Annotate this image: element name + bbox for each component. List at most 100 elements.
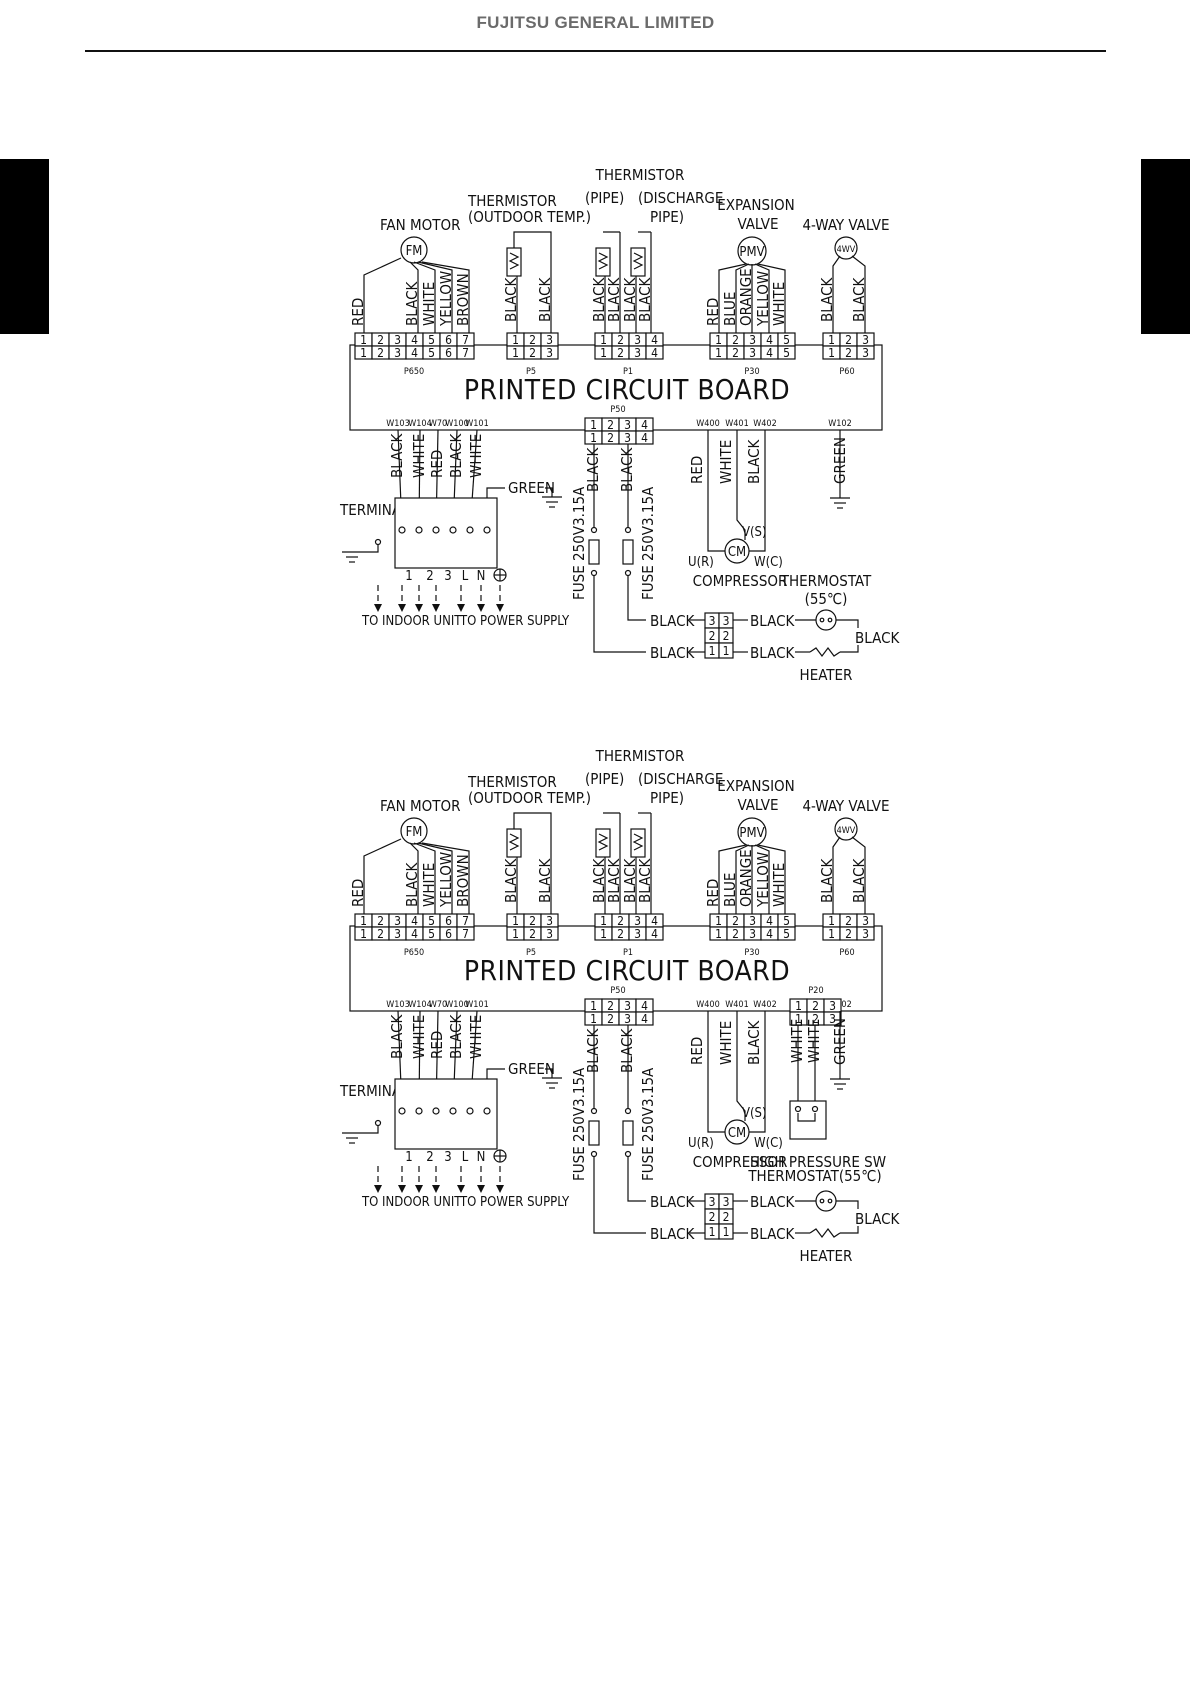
terminal-earth-node	[374, 538, 382, 546]
connector-p50-pin-label: 1	[590, 431, 597, 445]
w-label-left: W101	[465, 419, 488, 429]
relay-wire-label: BLACK	[650, 1225, 696, 1243]
fuse-node	[624, 1150, 632, 1158]
p30-wire-label: YELLOW	[754, 852, 772, 908]
connector-p1-pin-label: 3	[634, 914, 641, 928]
terminal-pin-label: L	[462, 569, 469, 584]
connector-p50-pin-label: 4	[641, 431, 648, 445]
p50-wire-label: BLACK	[584, 446, 602, 492]
thermistor-label: THERMISTOR	[595, 166, 685, 184]
connector-p650-pin-label: 2	[377, 927, 384, 941]
heater-wire	[840, 1226, 859, 1234]
pcb-label: PRINTED CIRCUIT BOARD	[464, 954, 790, 987]
w-label-ground: W102	[828, 419, 851, 429]
p30-wire-label: BLUE	[721, 292, 739, 326]
connector-p30-pin-label: 4	[766, 914, 773, 928]
relay-pin-label: 2	[723, 629, 730, 643]
connector-p60-pin-label: 2	[845, 927, 852, 941]
four-way-valve-symbol	[834, 236, 858, 260]
arrow-down	[477, 604, 485, 612]
relay-pin-label: 1	[709, 644, 716, 658]
expansion-valve-label: EXPANSION	[717, 196, 795, 214]
connector-p60-pin-label: 2	[845, 346, 852, 360]
relay-pin-cell	[718, 642, 734, 659]
high-pressure-contact	[811, 1105, 819, 1113]
thermistor-discharge-label: (DISCHARGE	[638, 189, 723, 207]
fan-wire	[413, 261, 436, 333]
connector-p5-pin-bottom	[540, 345, 559, 360]
heater-wire	[840, 645, 859, 653]
connector-p5-pin-label: 2	[529, 346, 536, 360]
connector-p30-pin-label: 3	[749, 333, 756, 347]
compressor-label: COMPRESSOR	[693, 1153, 788, 1171]
connector-p650-pin-label: 7	[462, 914, 469, 928]
expansion-valve-sub: VALVE	[737, 215, 778, 233]
terminal-block	[394, 1078, 498, 1150]
fuse-wire	[627, 576, 646, 621]
high-pressure-label: HIGH PRESSURE SW	[750, 1153, 886, 1171]
expansion-valve-wire	[754, 263, 770, 333]
p30-wire-label: RED	[704, 298, 722, 326]
connector-p50-pin-bottom	[635, 430, 654, 445]
compressor-wire-label: WHITE	[717, 440, 735, 484]
thermistor-pipe-symbol	[595, 828, 611, 858]
thermistor-discharge-symbol-zigzag	[632, 252, 644, 270]
connector-p50-pin-label: 2	[607, 1012, 614, 1026]
four-way-valve-symbol-label: 4WV	[837, 826, 856, 836]
connector-p30-pin-label: 1	[715, 346, 722, 360]
arrow-down	[374, 1185, 382, 1193]
green-wire-label: GREEN	[508, 479, 555, 497]
expansion-valve-wire	[757, 844, 786, 914]
four-way-valve-wire	[832, 255, 841, 333]
thermistor-outdoor-symbol-zigzag	[508, 252, 520, 270]
connector-p650-pin-label: 7	[462, 346, 469, 360]
connector-p50-pin-label: 4	[641, 999, 648, 1013]
connector-p50-label: P50	[610, 986, 625, 996]
heater-link-label: BLACK	[855, 1210, 901, 1228]
fan-wire	[409, 261, 419, 333]
relay-pin-label: 2	[709, 1210, 716, 1224]
connector-p30-pin-label: 3	[749, 914, 756, 928]
connector-p20-pin-label: 2	[812, 999, 819, 1013]
green-ground-wire	[545, 487, 553, 497]
connector-p30-pin-label: 5	[783, 914, 790, 928]
thermostat-wire	[836, 1200, 859, 1209]
expansion-valve-symbol-label: PMV	[739, 826, 764, 841]
connector-p650-pin-label: 1	[360, 333, 367, 347]
arrow-down	[398, 1185, 406, 1193]
fuse-label: FUSE 250V3.15A	[639, 1067, 657, 1181]
terminal-screw	[432, 1107, 440, 1115]
four-way-valve-label: 4-WAY VALVE	[802, 797, 889, 815]
thermistor-outdoor-wire	[513, 812, 552, 914]
terminal-pin-label: 3	[444, 1150, 451, 1165]
heater-label: HEATER	[800, 666, 853, 684]
thermistor-label: THERMISTOR	[595, 747, 685, 765]
compressor-u-label: U(R)	[688, 555, 714, 570]
thermistor-outdoor-label: THERMISTOR	[467, 192, 557, 210]
green-wire-label: GREEN	[508, 1060, 555, 1078]
thermostat-contact	[819, 617, 825, 623]
connector-p30-pin-label: 2	[732, 914, 739, 928]
connector-p5-pin-bottom	[540, 926, 559, 941]
w-label-left: W70	[429, 1000, 447, 1010]
terminal-earth-wire	[362, 1123, 379, 1134]
fan-wire-label: BLACK	[403, 280, 421, 326]
connector-p60-pin-label: 3	[862, 927, 869, 941]
compressor-w-label: W(C)	[754, 1136, 783, 1151]
fan-wire-label: WHITE	[420, 863, 438, 907]
fan-wire-label: RED	[349, 879, 367, 907]
four-way-valve-symbol-label: 4WV	[837, 245, 856, 255]
connector-p650-pin-label: 3	[394, 333, 401, 347]
connector-p650-pin-label: 1	[360, 927, 367, 941]
connector-p50-label: P50	[610, 405, 625, 415]
arrow-down	[457, 1185, 465, 1193]
w-label-comp: W402	[753, 1000, 776, 1010]
fuse-node	[624, 569, 632, 577]
p1-wire-label: BLACK	[605, 276, 623, 322]
p5-wire-label: BLACK	[502, 857, 520, 903]
connector-p60-pin-label: 3	[862, 333, 869, 347]
arrow-down	[496, 604, 504, 612]
terminal-wire-label: WHITE	[410, 434, 428, 478]
thermostat-wire	[836, 619, 859, 628]
terminal-label: TERMINAL	[339, 1082, 409, 1100]
